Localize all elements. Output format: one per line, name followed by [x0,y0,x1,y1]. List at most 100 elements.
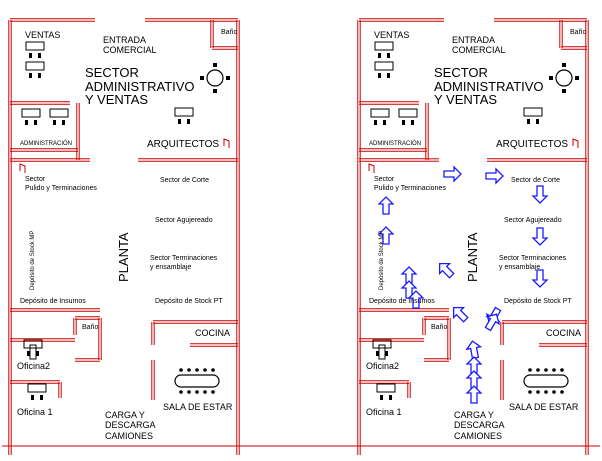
chair-icon [374,120,377,125]
label-deposito-pt: Depósito de Stock PT [155,298,223,305]
chair-icon [211,368,215,372]
chair-icon [562,63,566,67]
label-entrada-comercial: ENTRADA COMERCIAL [452,35,506,56]
label-sector-administrativo: SECTOR ADMINISTRATIVO Y VENTAS [434,65,544,108]
wall [407,382,411,398]
label-planta: PLANTA [116,232,131,282]
wall [98,318,102,360]
label-arquitectos: ARQUITECTOS [147,139,220,150]
wall [427,158,439,162]
chair-icon [187,390,191,394]
wall [494,18,587,22]
label-deposito-insumos: Depósito de Insumos [20,298,86,305]
desk-icon [374,41,394,51]
round-table-icon [555,69,573,87]
wall [138,158,238,162]
chair-icon [179,368,183,372]
label-sector-corte: Sector de Corte [160,177,210,184]
wall [559,20,563,48]
label-cocina: COCINA [195,328,231,338]
flow-arrow-shape [407,290,425,309]
flow-arrow-icon [465,370,483,389]
label-bano-bottom: Baño [431,324,448,331]
label-deposito-pt: Depósito de Stock PT [504,298,572,305]
chair-icon [383,120,386,125]
label-sala-estar: SALA DE ESTAR [163,402,233,412]
chair-icon [527,119,530,124]
dining-table-icon [523,374,569,388]
wall [8,20,12,455]
flow-arrow-icon [377,226,395,245]
chair-icon [29,73,32,78]
chair-icon [213,63,217,67]
wall [73,318,77,335]
flow-arrow-shape [400,266,418,285]
label-sector-administrativo: SECTOR ADMINISTRATIVO Y VENTAS [85,65,195,108]
flow-arrow-icon [400,266,418,285]
wall [585,20,589,455]
chair-icon [387,73,390,78]
chair-icon [528,390,532,394]
flow-arrow-icon [452,306,469,323]
label-sector-agujereado: Sector Agujereado [504,217,562,224]
wall [10,18,95,22]
wall [10,101,70,105]
chair-icon [203,368,207,372]
dining-table-icon [174,374,220,388]
label-carga-descarga: CARGA Y DESCARGA CAMIONES [105,410,156,441]
desk-icon [21,108,41,118]
chair-icon [211,390,215,394]
flow-arrow-shape [377,196,395,215]
label-bano-bottom: Baño [82,324,99,331]
wall [10,148,78,152]
flow-arrow-icon [531,185,549,204]
label-deposito-insumos: Depósito de Insumos [369,298,435,305]
chair-icon [34,120,37,125]
wall [153,320,238,324]
flow-arrow-shape [531,185,549,204]
flow-arrow-shape [438,262,455,279]
door-icon [572,138,579,148]
wall [151,360,155,400]
chair-icon [36,351,39,356]
chair-icon [187,119,190,124]
wall [502,320,587,324]
chair-icon [203,390,207,394]
wall [424,358,449,362]
wall [10,158,78,162]
wall [10,380,60,384]
chair-icon [528,368,532,372]
label-planta: PLANTA [465,232,480,282]
label-carga-descarga: CARGA Y DESCARGA CAMIONES [454,410,505,441]
chair-icon [552,390,556,394]
wall [212,46,238,50]
wall [422,318,426,335]
chair-icon [25,120,28,125]
door-icon [223,138,230,148]
wall [359,158,427,162]
wall [210,20,214,48]
flow-arrow-shape [465,370,483,389]
flow-arrow-icon [531,227,549,246]
chair-icon [213,89,217,93]
chair-icon [195,390,199,394]
label-oficina2: Oficina2 [17,361,51,371]
chair-icon [38,73,41,78]
label-sector-corte: Sector de Corte [511,177,561,184]
chair-icon [536,368,540,372]
wall [236,20,240,455]
desk-icon [370,108,390,118]
flow-arrow-icon [531,269,549,288]
chair-icon [544,368,548,372]
label-arquitectos: ARQUITECTOS [496,139,569,150]
chair-icon [62,120,65,125]
label-oficina1: Oficina 1 [17,407,53,417]
label-oficina2: Oficina2 [366,361,400,371]
flow-arrow-shape [485,167,504,185]
chair-icon [31,395,34,400]
label-ventas: VENTAS [25,30,61,40]
label-deposito-mp: Depósito de Stock MP [379,230,385,290]
label-administracion: ADMINISTRACIÓN [369,141,422,147]
label-sector-terminaciones: Sector Terminaciones y ensamblaje [150,255,218,271]
